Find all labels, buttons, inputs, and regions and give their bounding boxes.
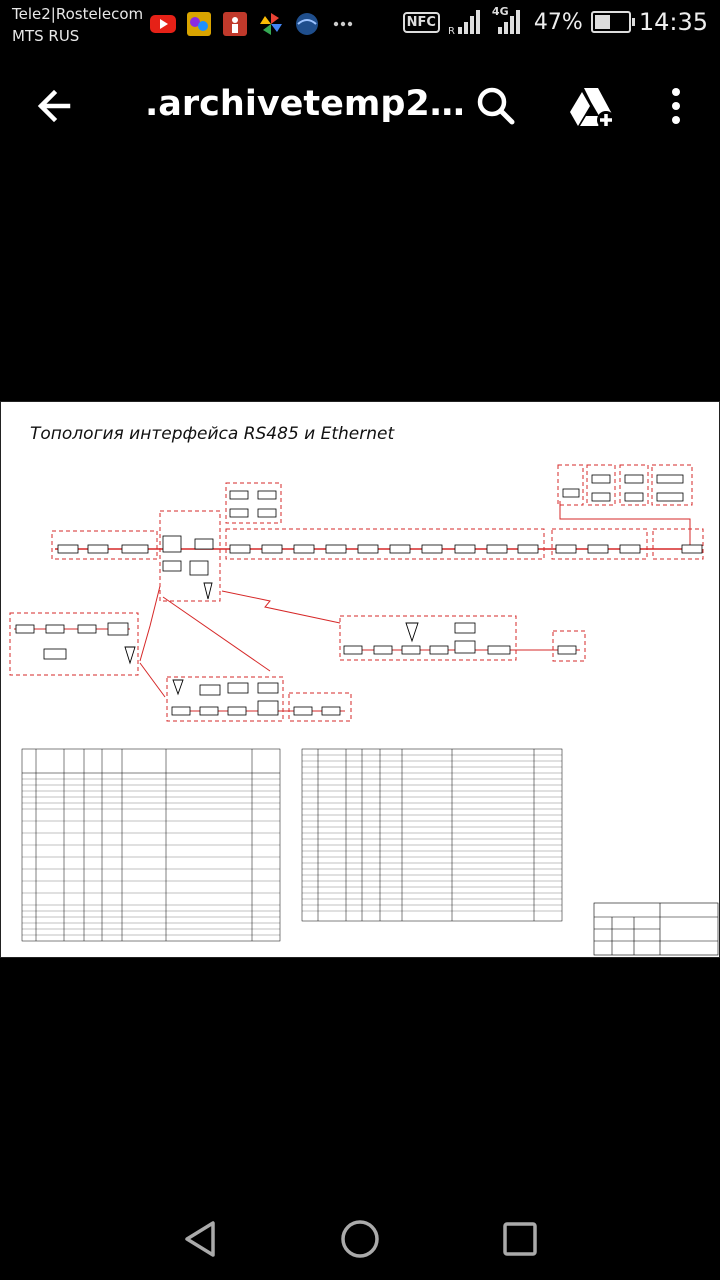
equipment-table-right [301,748,563,922]
home-circle-icon[interactable] [336,1215,384,1263]
file-title: .archivetemp2… [145,84,465,124]
carrier-name-primary: Tele2|Rostelecom [12,5,144,23]
svg-text:R: R [448,26,455,35]
battery-percent: 47% [533,9,583,35]
overflow-menu-icon[interactable] [652,82,700,130]
drive-add-icon[interactable] [566,82,618,130]
game-icon [186,12,212,36]
notification-icons [150,12,356,36]
system-indicators: NFC R 4G 47% 14:35 [402,5,708,36]
topology-diagram [9,464,704,722]
status-bar: Tele2|Rostelecom MTS RUS NFC R 4G [0,0,720,52]
system-navigation-bar [0,1195,720,1280]
globe-icon [294,12,320,36]
youtube-icon [150,12,176,36]
search-icon[interactable] [472,82,520,130]
network-type-label: 4G [491,5,509,18]
battery-icon [590,11,635,33]
recents-square-icon[interactable] [496,1215,544,1263]
more-dots-icon [330,12,356,36]
signal-strength-4g-icon: 4G [492,5,526,35]
document-heading: Топология интерфейса RS485 и Ethernet [30,424,395,444]
carrier-name-secondary: MTS RUS [12,27,80,45]
app-toolbar: .archivetemp2… [0,60,720,150]
back-triangle-icon[interactable] [177,1215,225,1263]
pinwheel-icon [258,12,284,36]
back-arrow-icon[interactable] [30,82,82,130]
nfc-indicator: NFC [402,11,440,33]
signal-strength-r-icon: R [448,10,480,35]
document-page[interactable]: Топология интерфейса RS485 и Ethernet [0,401,720,958]
sports-icon [222,12,248,36]
clock: 14:35 [638,8,708,36]
drawing-title-block [593,902,719,956]
